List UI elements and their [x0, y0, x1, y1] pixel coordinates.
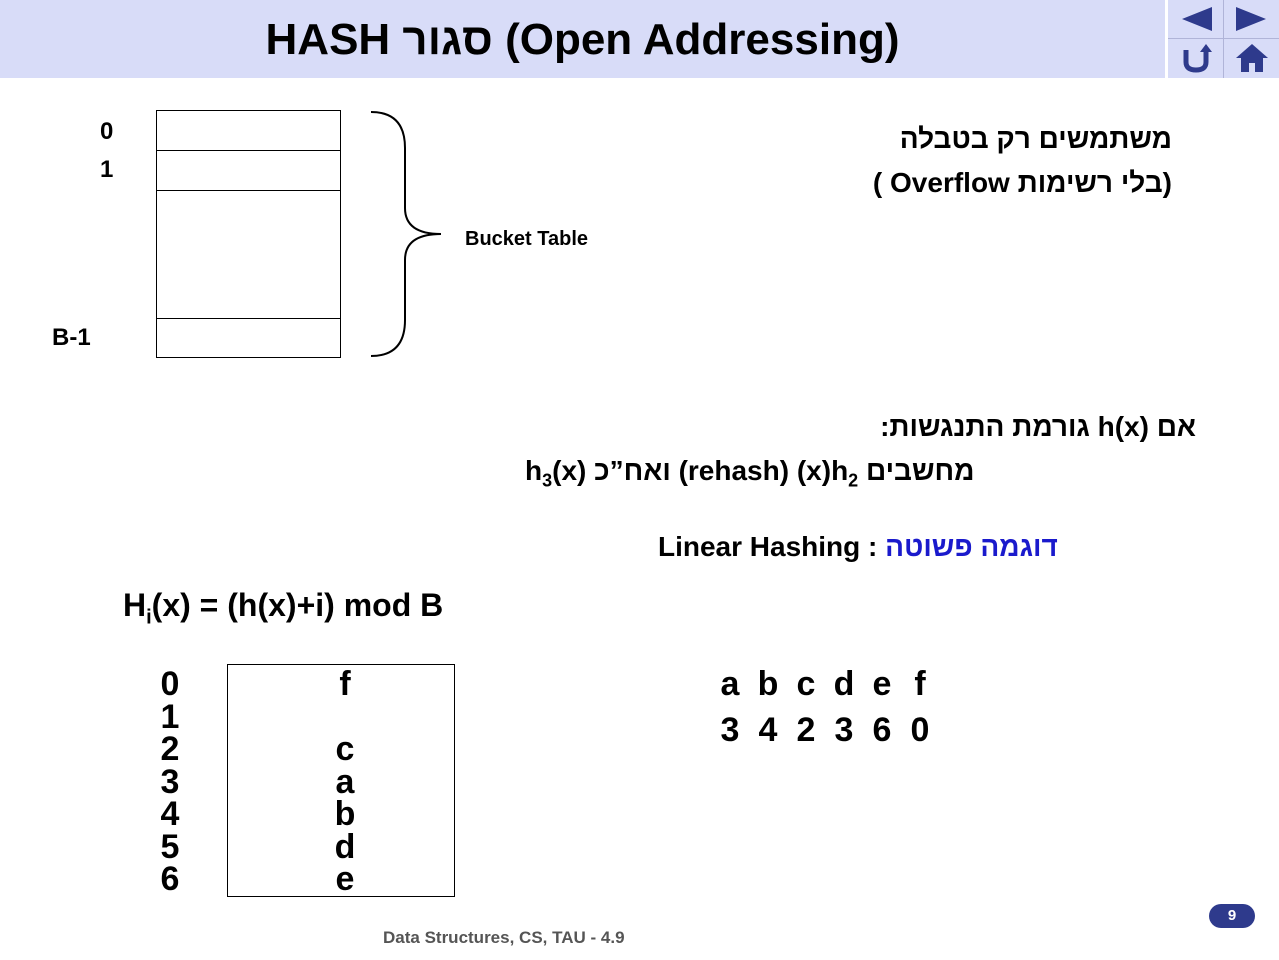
page-title: (Open Addressing) סגור HASH — [265, 15, 900, 64]
key-letter: b — [757, 665, 779, 703]
footer-course-label: Data Structures, CS, TAU - 4.9 — [383, 928, 625, 947]
page-number-badge: 9 — [1209, 904, 1255, 928]
home-icon — [1235, 44, 1268, 72]
example-index: 5 — [160, 827, 180, 866]
example-index: 1 — [160, 697, 180, 736]
triangle-left-icon — [1181, 7, 1212, 31]
example-slot-value: e — [335, 860, 355, 898]
example-slot-value: f — [339, 665, 351, 703]
triangle-right-icon — [1235, 7, 1266, 31]
key-letter: c — [796, 665, 816, 703]
hash-value: 3 — [720, 711, 740, 749]
example-index: 0 — [160, 665, 180, 703]
hash-value: 2 — [796, 711, 816, 749]
nav-panel — [1168, 0, 1279, 78]
example-slot-value: b — [334, 795, 356, 833]
bucket-cell — [156, 110, 341, 151]
bucket-index-last: B-1 — [52, 324, 91, 351]
collision-line-1: אם h(x) גורמת התנגשות: — [880, 411, 1196, 442]
bucket-cell — [156, 318, 341, 358]
bucket-table-label: Bucket Table — [465, 228, 588, 250]
example-slot-value: c — [335, 730, 355, 768]
intro-line-1: משתמשים רק בטבלה — [899, 123, 1172, 154]
key-letter: d — [833, 665, 855, 703]
curly-brace — [370, 111, 442, 357]
hash-value: 6 — [872, 711, 892, 749]
example-index: 6 — [160, 860, 180, 898]
hash-value: 3 — [834, 711, 854, 749]
bucket-cell — [156, 190, 341, 319]
prev-slide-button[interactable] — [1168, 0, 1223, 38]
hash-formula: Hi(x) = (h(x)+i) mod B — [123, 587, 444, 629]
home-button[interactable] — [1224, 39, 1279, 77]
example-slot-value: d — [334, 827, 356, 866]
intro-line-2: (בלי רשימות Overflow ) — [872, 167, 1172, 198]
return-button[interactable] — [1168, 39, 1223, 77]
next-slide-button[interactable] — [1224, 0, 1279, 38]
example-index: 2 — [160, 730, 180, 768]
hash-value: 4 — [758, 711, 778, 749]
key-letter: f — [914, 665, 926, 703]
example-slot-value: a — [335, 762, 355, 801]
example-index: 4 — [160, 795, 180, 833]
bucket-cell — [156, 150, 341, 191]
key-letter: e — [872, 665, 892, 703]
return-arrow-icon — [1183, 44, 1212, 73]
example-label: Linear Hashing : דוגמה פשוטה — [658, 531, 1058, 562]
example-table — [227, 664, 455, 897]
example-index: 3 — [160, 762, 180, 801]
title-bar — [0, 0, 1165, 78]
key-letter: a — [720, 665, 740, 703]
example-label-hebrew: דוגמה פשוטה — [885, 531, 1058, 562]
hash-value: 0 — [910, 711, 930, 749]
bucket-index-0: 0 — [100, 118, 114, 145]
collision-line-2: h3(x) (x) (rehash) ואח”כh2 מחשבים — [525, 455, 975, 491]
bucket-index-1: 1 — [100, 156, 114, 183]
